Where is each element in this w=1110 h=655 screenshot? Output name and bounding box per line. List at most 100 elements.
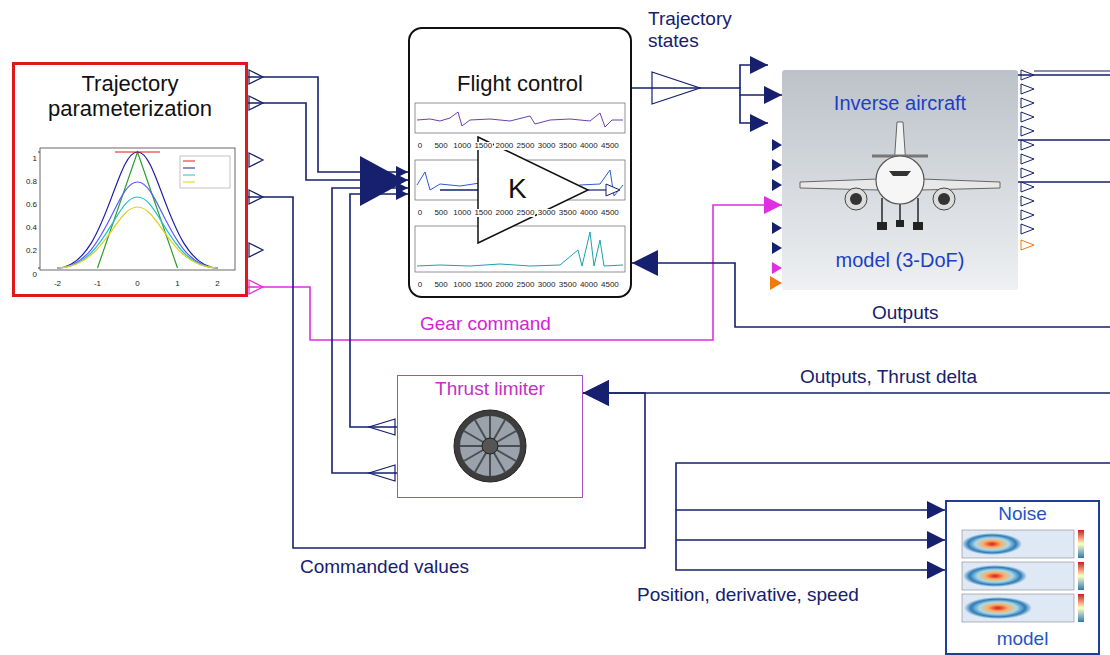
plot-frame: [415, 103, 625, 133]
axis-tick: 1500: [473, 209, 493, 217]
tick-anchor: 1500: [473, 135, 494, 151]
spinner: [482, 438, 498, 454]
gain-triangle: [478, 137, 588, 243]
axis-tick: 1500: [473, 142, 493, 150]
photo-background: [782, 70, 1018, 290]
port-triangle: [1021, 210, 1034, 220]
tick-anchor: 4500: [599, 202, 620, 218]
landing-gear: [899, 204, 901, 222]
tick-anchor: 2: [208, 273, 228, 289]
port-triangle: [1021, 154, 1034, 164]
port-triangle: [1021, 84, 1034, 94]
axis-tick: 0.6: [25, 201, 38, 209]
trajectory-block: Trajectory parameterization: [12, 62, 248, 297]
controller-block: Flight controlK: [408, 27, 632, 298]
tick-anchor: 2500: [515, 202, 536, 218]
port-triangle: [772, 222, 782, 234]
input-ports: [770, 139, 782, 290]
tick-anchor: 4000: [578, 202, 599, 218]
axis-tick: 3000: [537, 142, 557, 150]
noise-maps: [962, 530, 1084, 622]
port-triangle: [1021, 196, 1034, 206]
axis-tick: 3500: [558, 281, 578, 289]
wheel: [877, 222, 887, 230]
tick-anchor: 0.2: [16, 240, 38, 256]
signal-label: Trajectory states: [648, 8, 746, 52]
signal-wire: [248, 77, 408, 172]
cockpit: [889, 171, 911, 176]
signal-trace: [417, 232, 623, 266]
axis-tick: 4000: [579, 281, 599, 289]
plot-legend-box: [180, 156, 230, 188]
noise-footprint: [963, 565, 1027, 587]
engine: [933, 188, 955, 210]
tick-anchor: 2500: [515, 135, 536, 151]
tick-anchor: 1500: [473, 202, 494, 218]
block-title: model: [997, 628, 1049, 650]
tick-anchor: 3000: [536, 274, 557, 290]
noise-footprint: [964, 597, 1032, 619]
axis-tick: 0: [417, 209, 423, 217]
branch-wire: [676, 509, 945, 511]
nacelle: [454, 410, 526, 482]
signal-label: Outputs, Thrust delta: [800, 366, 977, 388]
tick-anchor: 0: [410, 135, 431, 151]
gain-symbol: K: [508, 173, 527, 205]
port-triangle: [1021, 140, 1034, 150]
axis-tick: 500: [433, 209, 448, 217]
tick-anchor: 500: [431, 135, 452, 151]
axis-tick: 0: [417, 142, 423, 150]
port-triangle: [772, 262, 782, 274]
wing: [800, 179, 878, 190]
tick-anchor: 4000: [578, 135, 599, 151]
engine-inlet: [850, 193, 862, 205]
input-arrow: [360, 156, 406, 206]
signal-label-anchor: Position, derivative, speed: [637, 584, 859, 606]
signal-label: Outputs: [872, 302, 939, 324]
noise-model-block: Noisemodel: [945, 500, 1100, 655]
port-triangle: [1021, 182, 1034, 192]
axis-tick: 4500: [600, 209, 620, 217]
signal-wire: [632, 182, 1110, 327]
port-triangle: [1021, 168, 1034, 178]
gain-output-line: [588, 189, 606, 190]
signal-label: Gear command: [420, 313, 551, 335]
color-bar: [1078, 530, 1084, 558]
aircraft-model-block: Inverse aircraftmodel (3-DoF): [782, 70, 1018, 290]
tick-anchor: 3500: [557, 274, 578, 290]
tick-anchor: -1: [88, 273, 108, 289]
axis-tick: 3000: [537, 209, 557, 217]
block-title: model (3-DoF): [836, 249, 965, 272]
tick-anchor: 0: [410, 202, 431, 218]
triangle-curve: [98, 152, 178, 268]
signal-trace: [417, 112, 623, 127]
signal-wire: [248, 103, 408, 180]
tick-anchor: 2000: [494, 202, 515, 218]
fan-disk: [460, 416, 520, 476]
branch-wire: [676, 539, 945, 541]
tick-anchor: 0: [410, 274, 431, 290]
tick-mark: [38, 268, 40, 269]
axis-tick: 2000: [494, 142, 514, 150]
aircraft-picture: [782, 70, 1018, 290]
tick-mark: [38, 152, 40, 153]
axis-tick: 2500: [516, 142, 536, 150]
plot-frame: [40, 148, 235, 270]
port-triangle: [249, 243, 263, 257]
axis-tick: 1000: [452, 281, 472, 289]
axis-tick: 500: [433, 281, 448, 289]
axis-tick: 4500: [600, 281, 620, 289]
fan-wire: [740, 65, 768, 88]
wheel: [913, 222, 923, 230]
tick-anchor: 0.8: [16, 171, 38, 187]
axis-tick: 3500: [558, 142, 578, 150]
axis-tick: -1: [93, 280, 102, 288]
shape-plot: [38, 148, 235, 270]
port-triangle: [772, 179, 782, 191]
block-title: Thrust limiter: [435, 378, 545, 400]
axis-tick: 3500: [558, 209, 578, 217]
tick-anchor: 0.4: [16, 217, 38, 233]
tick-anchor: 2000: [494, 135, 515, 151]
thrust-limiter-block: Thrust limiter: [397, 375, 583, 498]
tick-anchor: 1500: [473, 274, 494, 290]
